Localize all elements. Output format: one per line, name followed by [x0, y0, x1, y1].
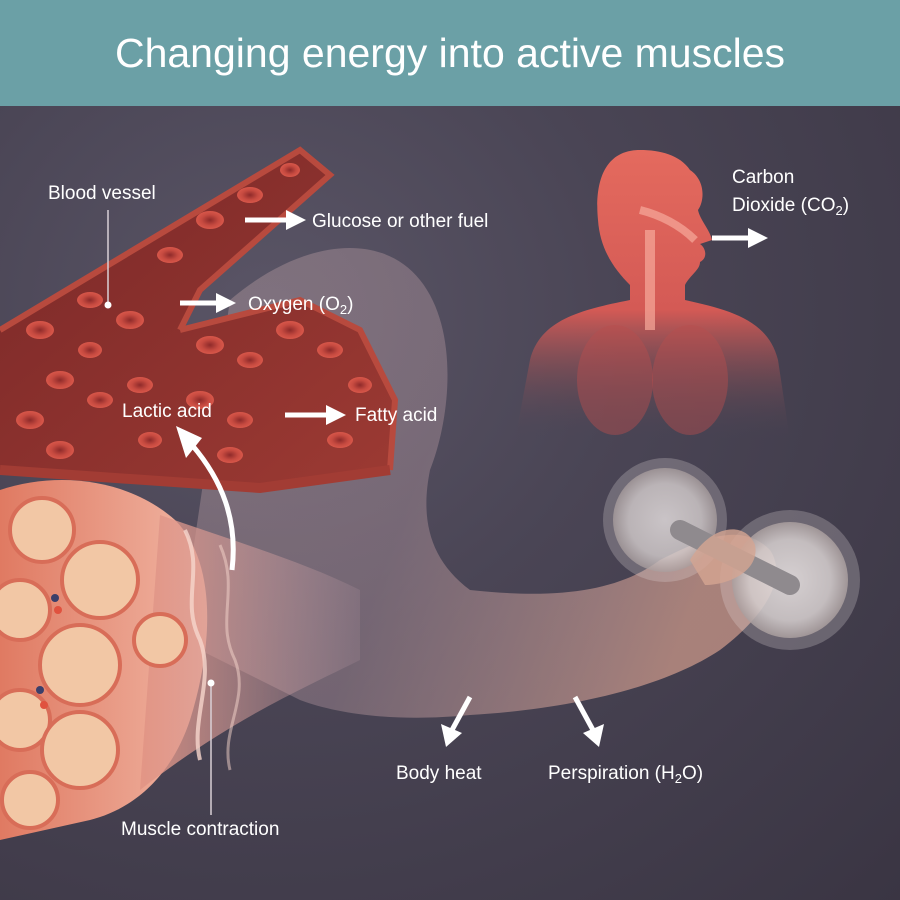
label-body-heat: Body heat [396, 763, 482, 784]
blood-vessel-group [0, 146, 399, 494]
blood-cells [16, 163, 372, 463]
label-blood-vessel: Blood vessel [48, 183, 156, 204]
body-heat-arrow [441, 695, 473, 747]
muscle-cross-section [0, 480, 360, 840]
perspiration-arrow [572, 695, 604, 747]
label-fatty-acid: Fatty acid [355, 405, 438, 426]
oxygen-arrow [180, 293, 236, 313]
label-oxygen: Oxygen (O2) [248, 294, 354, 317]
label-muscle-contraction: Muscle contraction [121, 819, 280, 840]
human-figure [515, 150, 790, 440]
title-bar: Changing energy into active muscles [0, 0, 900, 106]
lactic-acid-curved-arrow [190, 443, 236, 571]
label-perspiration: Perspiration (H2O) [548, 763, 704, 786]
co2-arrow [712, 228, 768, 248]
muscle-fibers [0, 496, 188, 830]
page-title: Changing energy into active muscles [114, 30, 786, 76]
fatty-acid-arrow [285, 405, 346, 425]
lactic-acid-arrowhead [176, 426, 202, 458]
dumbbell [603, 458, 860, 650]
label-carbon-dioxide: Carbon Dioxide (CO2) [732, 167, 850, 218]
glucose-arrow [245, 210, 306, 230]
label-lactic-acid: Lactic acid [122, 401, 212, 422]
label-glucose: Glucose or other fuel [312, 211, 489, 232]
